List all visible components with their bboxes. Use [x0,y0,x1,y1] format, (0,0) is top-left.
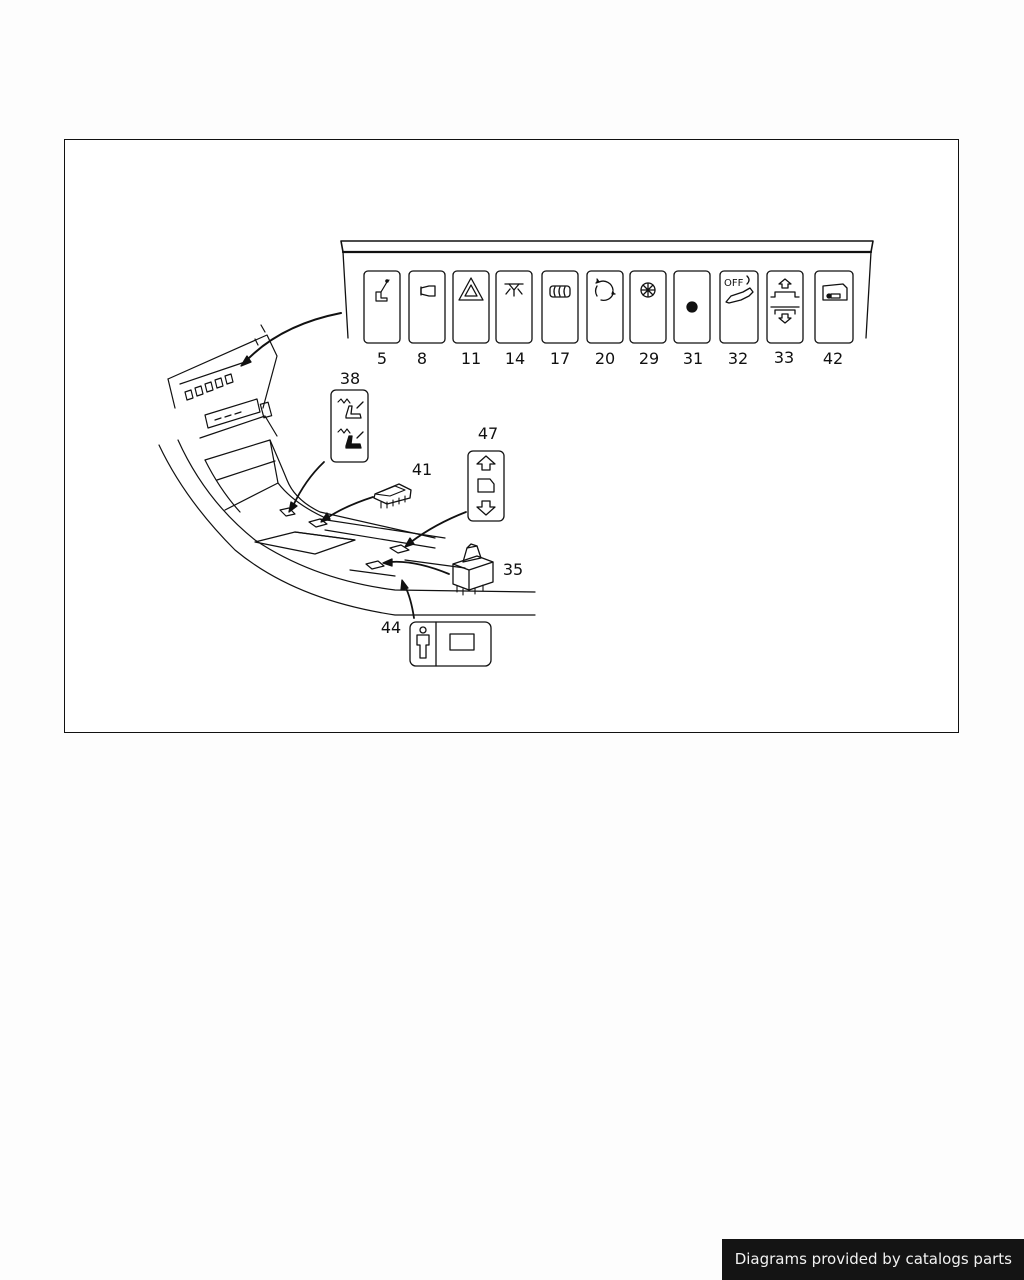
panel-number-33: 33 [774,348,794,367]
panel-number-29: 29 [639,349,659,368]
panel-number-42: 42 [823,349,843,368]
panel-switch-14 [495,270,533,344]
panel-switch-20 [586,270,624,344]
panel-number-17: 17 [550,349,570,368]
fan-icon [640,282,656,298]
callout-41: 41 [412,460,432,479]
panel-number-5: 5 [377,349,387,368]
window-switch: 41 [320,460,432,523]
rear-defrost-icon [549,285,571,298]
seat-adjust-icon [375,279,390,302]
switch-panel: OFF 5 8 11 14 17 20 29 31 32 33 42 [340,240,874,368]
alarm-off-icon: OFF [724,275,754,304]
dot-icon [686,301,698,313]
footer-credit-badge: Diagrams provided by catalogs parts [721,1239,1024,1280]
headlamp-icon [420,285,436,297]
panel-number-31: 31 [683,349,703,368]
callout-44: 44 [381,618,401,637]
panel-number-20: 20 [595,349,615,368]
switch-off-text: OFF [724,278,744,289]
sunroof-switch: 47 [404,424,505,548]
panel-switch-31 [673,270,711,344]
panel-number-11: 11 [461,349,481,368]
panel-switch-42 [814,270,854,344]
seat-heater-switch: 38 [288,369,369,513]
hazard-triangle-icon [458,277,484,301]
panel-number-32: 32 [728,349,748,368]
console-switch-diagram: OFF 5 8 11 14 17 20 29 31 32 33 42 [158,240,874,667]
diagram-frame: OFF 5 8 11 14 17 20 29 31 32 33 42 [64,139,959,733]
panel-number-8: 8 [417,349,427,368]
callout-35: 35 [503,560,523,579]
panel-switch-8 [408,270,446,344]
panel-switch-29 [629,270,667,344]
recirculation-icon [595,278,616,302]
occupant-switch: 44 [381,579,492,667]
panel-arrow [240,312,342,367]
panel-switch-5 [363,270,401,344]
interior-light-icon [504,283,524,297]
panel-switch-11 [452,270,490,344]
callout-47: 47 [478,424,498,443]
mirror-switch: 35 [382,543,523,596]
door-lock-icon [822,283,848,301]
panel-switch-32 [719,270,759,344]
callout-38: 38 [340,369,360,388]
panel-number-14: 14 [505,349,525,368]
headrest-icon [770,278,800,324]
panel-switch-33 [766,270,804,344]
panel-switch-17 [541,270,579,344]
